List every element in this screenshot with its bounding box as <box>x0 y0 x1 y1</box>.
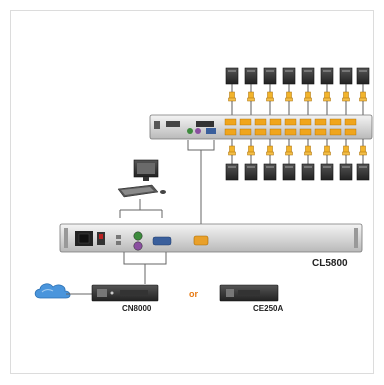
extender-cable <box>123 252 167 284</box>
kvm-expansion-unit <box>149 114 373 140</box>
kvm-switch-label: CL5800 <box>312 258 348 269</box>
tower-computer-icon <box>282 67 296 85</box>
cn8000-device <box>91 284 159 302</box>
tower-computer-icon <box>225 67 239 85</box>
expansion-cable <box>187 140 215 238</box>
kvm-switch-unit <box>59 223 363 253</box>
cn8000-label: CN8000 <box>122 304 152 313</box>
tower-computer-icon <box>244 163 258 181</box>
tower-computer-icon <box>356 67 370 85</box>
tower-computer-icon <box>320 163 334 181</box>
tower-computer-icon <box>356 163 370 181</box>
tower-computer-icon <box>263 163 277 181</box>
connector-row-top <box>228 91 367 102</box>
cloud-icon <box>34 283 71 299</box>
ce250a-label: CE250A <box>253 304 284 313</box>
tower-computer-icon <box>301 67 315 85</box>
ce250a-device <box>219 284 279 302</box>
tower-computer-icon <box>263 67 277 85</box>
connector-row-bottom <box>228 145 367 156</box>
console-cable <box>119 199 163 218</box>
tower-computer-icon <box>282 163 296 181</box>
tower-computer-icon <box>225 163 239 181</box>
tower-computer-icon <box>339 163 353 181</box>
server-row-top <box>225 67 370 85</box>
cables-top <box>231 84 364 92</box>
or-label: or <box>189 289 198 299</box>
tower-computer-icon <box>320 67 334 85</box>
tower-computer-icon <box>244 67 258 85</box>
monitor-keyboard-mouse-icon <box>117 159 166 198</box>
tower-computer-icon <box>301 163 315 181</box>
server-row-bottom <box>225 163 370 181</box>
tower-computer-icon <box>339 67 353 85</box>
